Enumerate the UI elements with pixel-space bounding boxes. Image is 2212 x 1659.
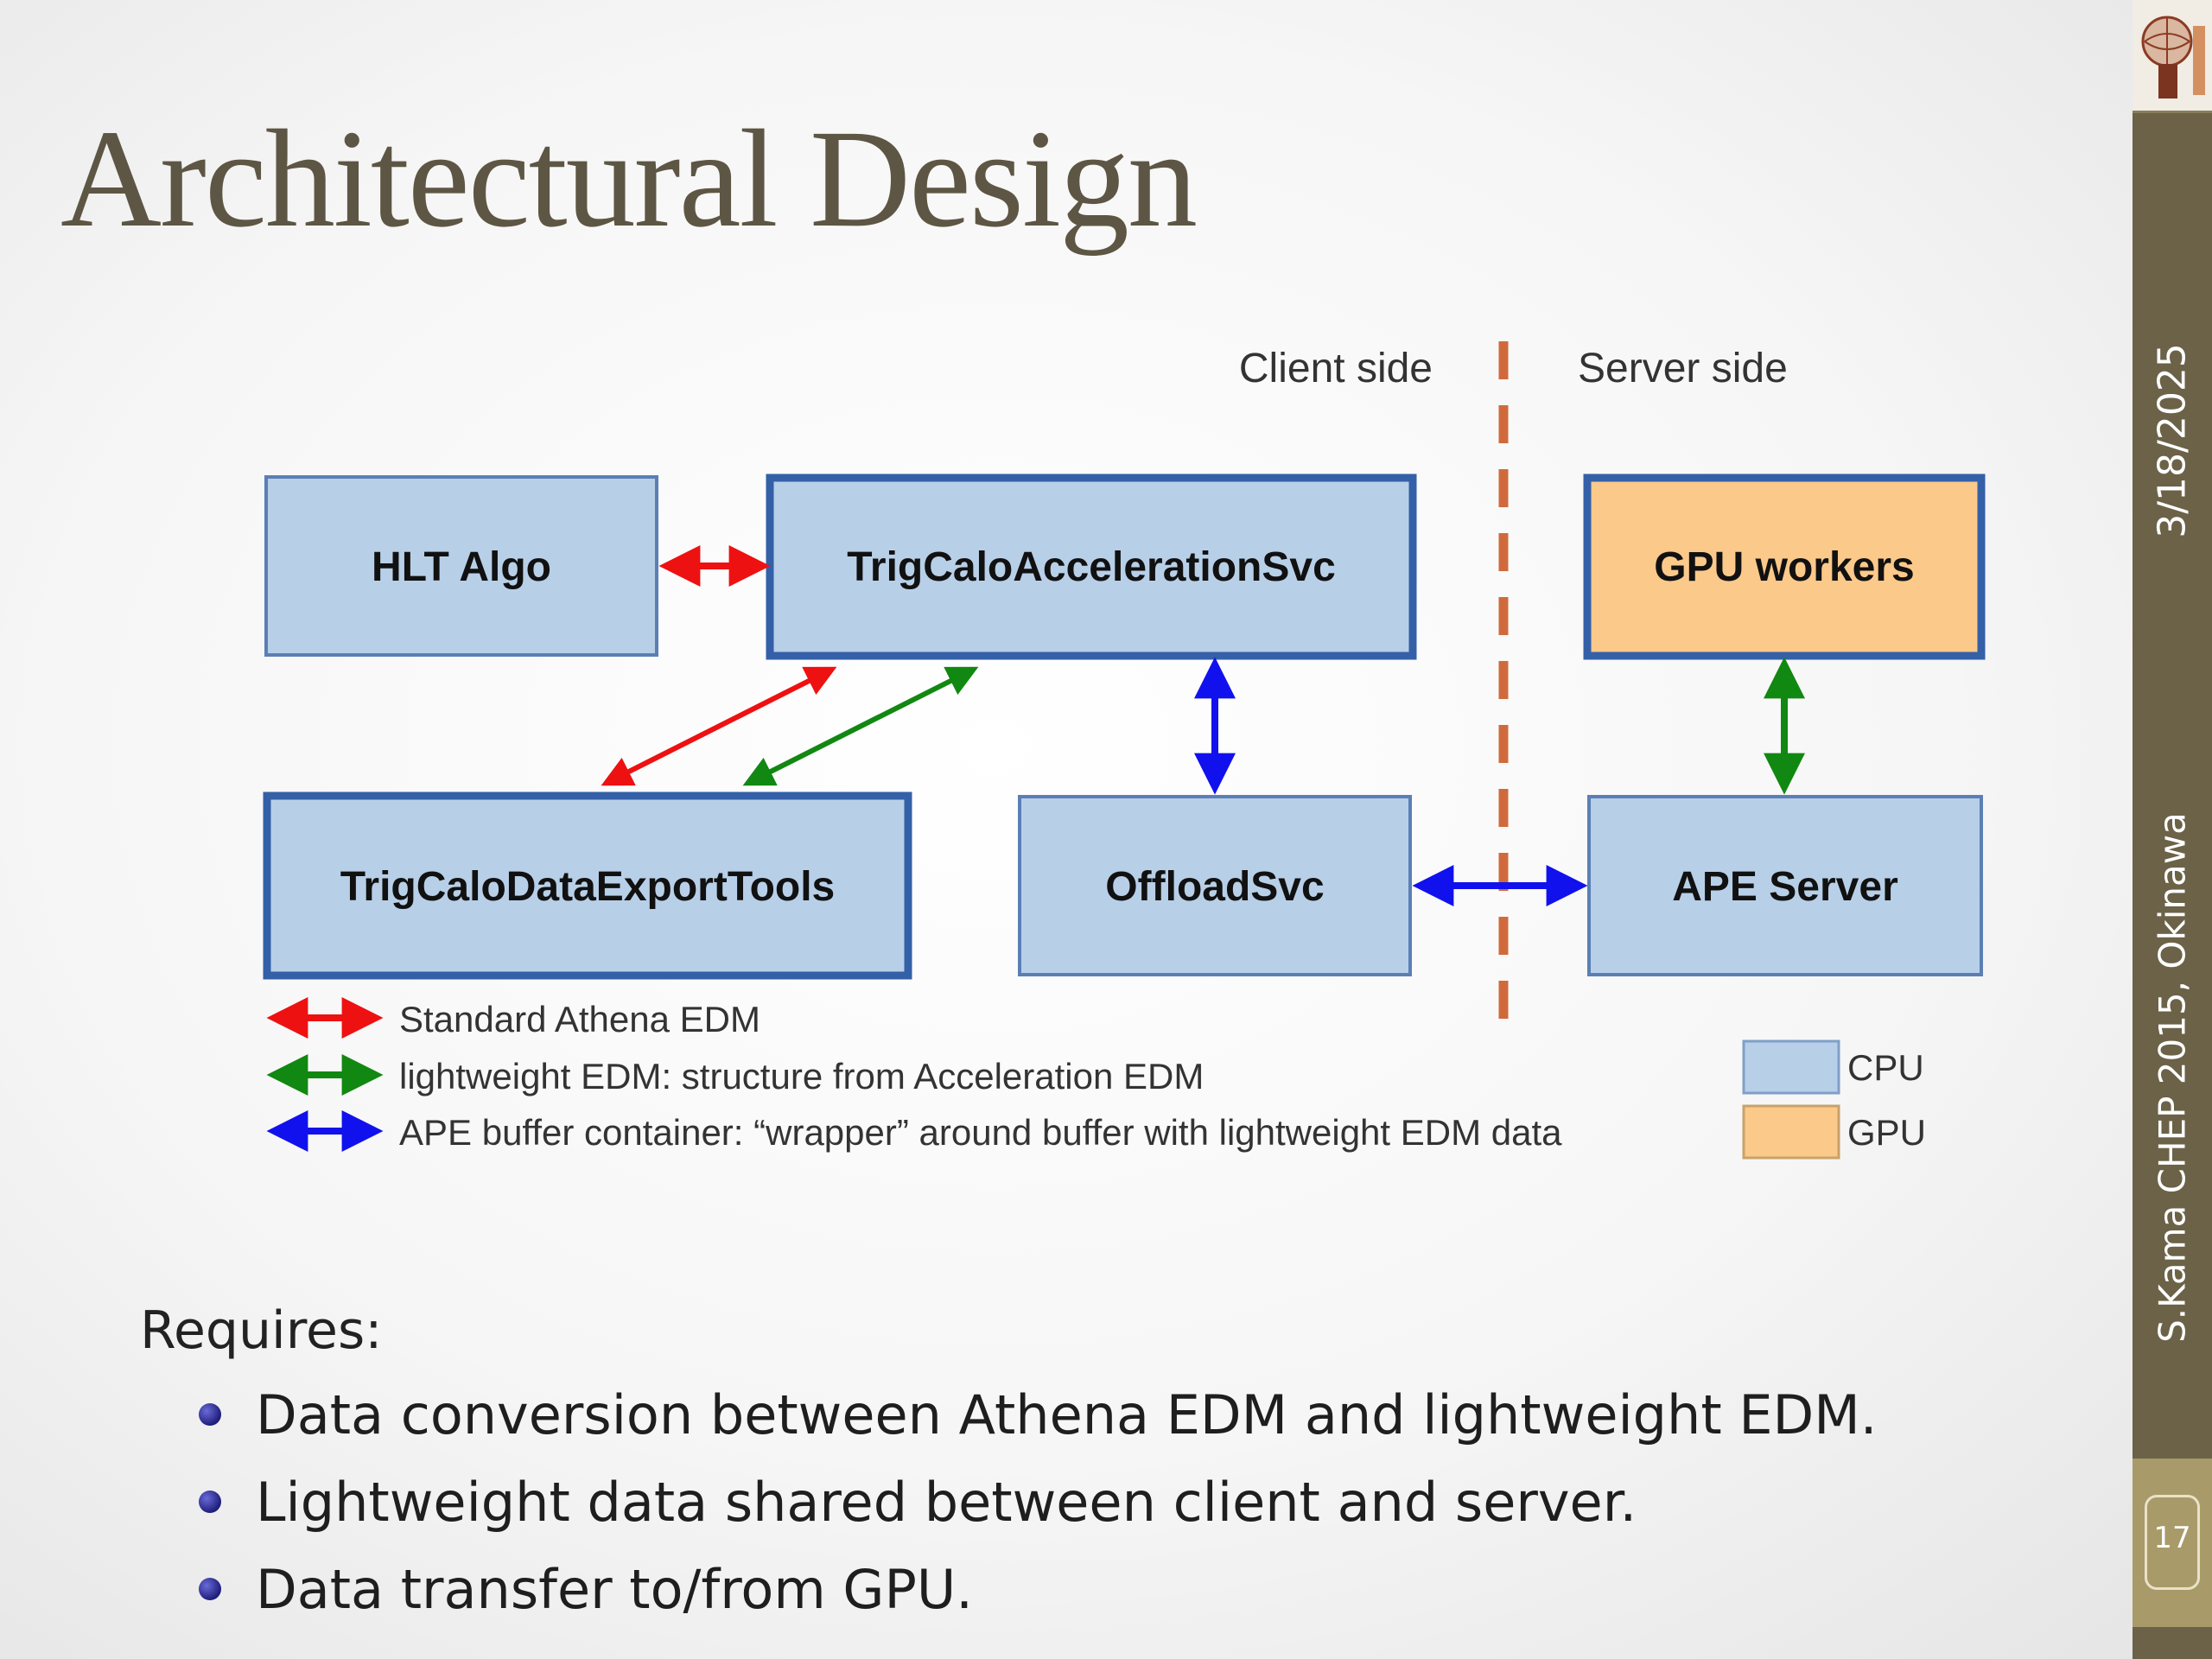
box-ape-server: APE Server xyxy=(1587,795,1983,976)
key-cpu-swatch xyxy=(1742,1039,1840,1095)
page-number-frame xyxy=(2145,1495,2200,1590)
box-gpu-workers: GPU workers xyxy=(1583,474,1986,660)
slide-date: 3/18/2025 xyxy=(2150,343,2195,538)
box-trig-calo-acceleration-svc-label: TrigCaloAccelerationSvc xyxy=(847,544,1336,590)
box-offload-svc-label: OffloadSvc xyxy=(1105,864,1324,910)
box-hlt-algo-label: HLT Algo xyxy=(372,544,551,590)
page-number: 17 xyxy=(2153,1521,2191,1555)
key-gpu-swatch xyxy=(1742,1104,1840,1160)
legend-standard-athena-edm: Standard Athena EDM xyxy=(399,999,760,1039)
requires-heading: Requires: xyxy=(140,1300,383,1361)
atlas-logo-icon xyxy=(2133,0,2212,113)
list-item: Lightweight data shared between client a… xyxy=(199,1468,1877,1555)
bullet-icon xyxy=(199,1578,221,1600)
requirement-text: Lightweight data shared between client a… xyxy=(256,1471,1637,1534)
bullet-icon xyxy=(199,1403,221,1426)
key-gpu-label: GPU xyxy=(1847,1112,1926,1153)
box-ape-server-label: APE Server xyxy=(1672,864,1898,910)
requirement-text: Data conversion between Athena EDM and l… xyxy=(256,1383,1878,1446)
arrow-export-tools-lightweight-edm xyxy=(742,666,979,786)
legend-lightweight-edm: lightweight EDM: structure from Accelera… xyxy=(399,1056,1204,1096)
box-trig-calo-data-export-tools-label: TrigCaloDataExportTools xyxy=(340,864,836,910)
box-trig-calo-data-export-tools: TrigCaloDataExportTools xyxy=(263,791,912,980)
slide-sidebar xyxy=(2133,0,2212,1659)
box-offload-svc: OffloadSvc xyxy=(1018,795,1412,976)
list-item: Data conversion between Athena EDM and l… xyxy=(199,1381,1877,1468)
legend-ape-buffer-container: APE buffer container: “wrapper” around b… xyxy=(399,1112,1562,1153)
slide-title: Architectural Design xyxy=(60,102,1198,257)
box-trig-calo-acceleration-svc: TrigCaloAccelerationSvc xyxy=(766,474,1417,660)
architecture-diagram: Client side Server side HLT Algo TrigCal… xyxy=(263,341,1986,1160)
arrow-export-tools-standard-edm xyxy=(601,666,837,786)
bullet-icon xyxy=(199,1491,221,1513)
slide-footer: S.Kama CHEP 2015, Okinawa xyxy=(2151,812,2194,1343)
requirements-list: Data conversion between Athena EDM and l… xyxy=(199,1381,1877,1643)
server-side-label: Server side xyxy=(1578,346,1788,391)
client-side-label: Client side xyxy=(1239,346,1433,391)
box-gpu-workers-label: GPU workers xyxy=(1654,544,1914,590)
list-item: Data transfer to/from GPU. xyxy=(199,1555,1877,1643)
box-hlt-algo: HLT Algo xyxy=(264,475,658,657)
legend: Standard Athena EDM lightweight EDM: str… xyxy=(266,997,1926,1160)
requirement-text: Data transfer to/from GPU. xyxy=(256,1558,973,1621)
key-cpu-label: CPU xyxy=(1847,1047,1924,1088)
